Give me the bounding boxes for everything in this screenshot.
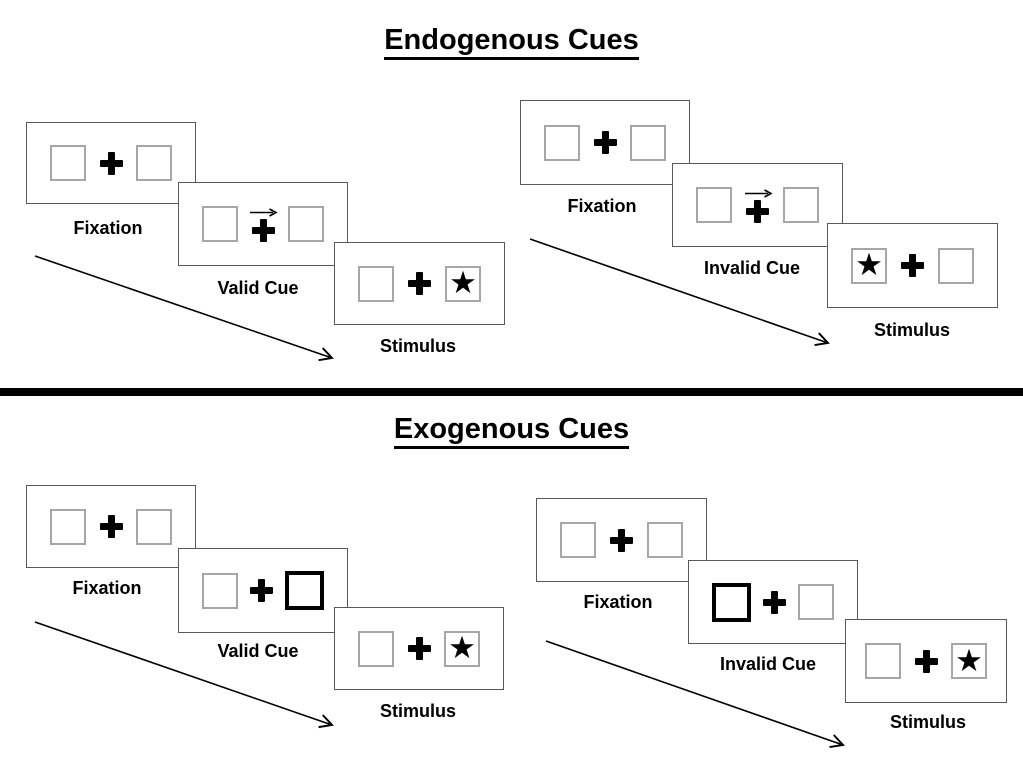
right-box: ★: [445, 265, 481, 302]
panel-label: Fixation: [72, 578, 142, 598]
panel-label: Stimulus: [379, 336, 456, 356]
right-arrow-icon: [744, 188, 773, 198]
right-box: [798, 584, 834, 620]
plus-icon: [99, 151, 123, 175]
left-box: [358, 630, 394, 667]
exo-valid-stimulus-panel: ★: [334, 607, 504, 690]
panel-label: Invalid Cue: [719, 654, 817, 674]
plus-icon: [746, 199, 769, 223]
timeline-arrow-icon: [34, 255, 334, 362]
section-divider: [0, 388, 1023, 396]
left-box: [358, 265, 394, 302]
panel-label: Stimulus: [889, 712, 966, 732]
right-box: [136, 508, 172, 545]
right-box: [288, 206, 324, 242]
timeline-arrow-icon: [545, 640, 845, 749]
right-box: [647, 522, 683, 558]
star-icon: ★: [955, 642, 983, 678]
exo-valid-fixation-panel: [26, 485, 196, 568]
left-box: [696, 187, 732, 223]
right-arrow-icon: [250, 207, 278, 217]
panel-label: Valid Cue: [217, 641, 299, 661]
endo-invalid-fixation-panel: [520, 100, 690, 185]
endo-valid-fixation-panel: [26, 122, 196, 204]
left-box: ★: [851, 247, 887, 284]
plus-icon: [99, 515, 123, 538]
left-box: [560, 522, 596, 558]
plus-icon: [763, 590, 786, 614]
right-box: ★: [951, 643, 987, 679]
section-title-text: Endogenous Cues: [384, 24, 639, 60]
section-title-endogenous: Endogenous Cues: [0, 24, 1023, 60]
left-box-highlighted: [712, 582, 751, 622]
left-box: [865, 643, 901, 679]
plus-icon: [250, 579, 273, 602]
exo-valid-cue-panel: [178, 548, 348, 633]
endo-invalid-cue-panel: [672, 163, 843, 247]
panel-label: Stimulus: [379, 701, 456, 721]
panel-label: Fixation: [583, 592, 653, 612]
right-box: [938, 247, 974, 284]
left-box: [202, 572, 238, 609]
panel-label: Stimulus: [873, 320, 950, 340]
exo-invalid-fixation-panel: [536, 498, 707, 582]
left-box: [202, 206, 238, 242]
panel-label: Fixation: [567, 196, 637, 216]
left-box: [50, 508, 86, 545]
left-box: [544, 124, 580, 161]
plus-icon: [251, 218, 275, 242]
star-icon: ★: [449, 265, 477, 300]
right-box-highlighted: [285, 571, 324, 610]
central-cue: [743, 188, 773, 223]
exo-invalid-cue-panel: [688, 560, 858, 644]
section-title-text: Exogenous Cues: [393, 413, 630, 449]
left-box: [50, 145, 86, 181]
timeline-arrow-icon: [34, 621, 334, 729]
plus-icon: [407, 637, 431, 660]
timeline-arrow-icon: [529, 238, 830, 347]
endo-valid-stimulus-panel: ★: [334, 242, 505, 325]
panel-label: Invalid Cue: [703, 258, 801, 278]
exo-invalid-stimulus-panel: ★: [845, 619, 1007, 703]
right-box: [630, 124, 666, 161]
section-title-exogenous: Exogenous Cues: [0, 413, 1023, 449]
plus-icon: [914, 649, 938, 673]
plus-icon: [408, 272, 431, 295]
plus-icon: [593, 131, 617, 154]
endo-valid-cue-panel: [178, 182, 348, 266]
right-box: ★: [444, 630, 480, 667]
star-icon: ★: [448, 630, 476, 665]
panel-label: Fixation: [73, 218, 143, 238]
star-icon: ★: [855, 247, 883, 282]
right-box: [783, 187, 819, 223]
central-cue: [248, 207, 278, 242]
plus-icon: [610, 528, 633, 552]
endo-invalid-stimulus-panel: ★: [827, 223, 998, 308]
panel-label: Valid Cue: [217, 278, 299, 298]
right-box: [136, 145, 172, 181]
plus-icon: [901, 254, 924, 277]
